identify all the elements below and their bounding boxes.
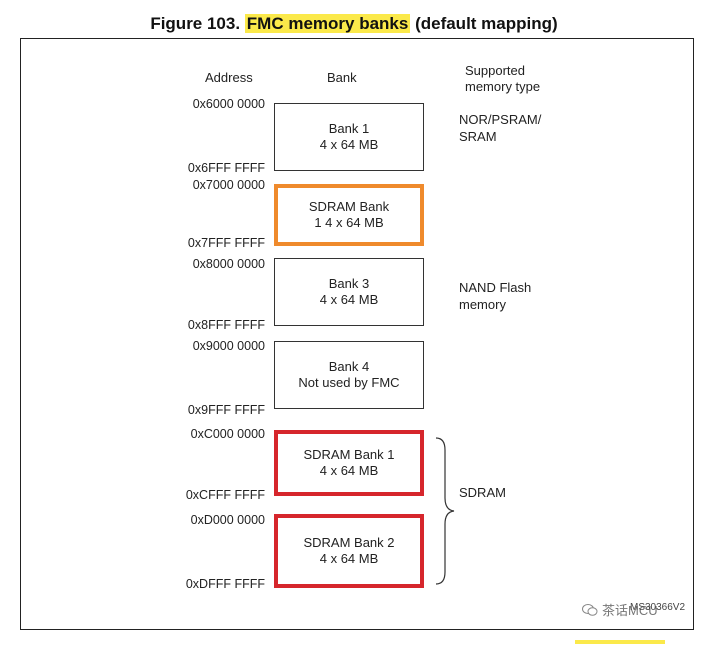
type-nand-line2: memory bbox=[459, 297, 506, 312]
sdram-bank-2-label: SDRAM Bank 2 bbox=[303, 535, 395, 550]
reference-code: MS30366V2 bbox=[630, 602, 686, 613]
bank1-start-address: 0x6000 0000 bbox=[192, 97, 265, 111]
bank3-end-address: 0x8FFF FFFF bbox=[187, 318, 265, 332]
sdram1-end-address: 0xCFFF FFFF bbox=[185, 488, 265, 502]
figure-title: Figure 103. FMC memory banks (default ma… bbox=[0, 14, 708, 34]
sdram-bank-orange-size: 1 4 x 64 MB bbox=[314, 215, 384, 230]
bank1-end-address: 0x6FFF FFFF bbox=[187, 161, 265, 175]
header-address: Address bbox=[205, 70, 253, 85]
bank2-start-address: 0x7000 0000 bbox=[192, 178, 265, 192]
sdram-bank-2: SDRAM Bank 2 4 x 64 MB bbox=[274, 514, 424, 588]
bank4-end-address: 0x9FFF FFFF bbox=[187, 403, 265, 417]
bank-4-label: Bank 4 bbox=[328, 359, 370, 374]
bank3-start-address: 0x8000 0000 bbox=[192, 257, 265, 271]
bank-3: Bank 3 4 x 64 MB bbox=[274, 258, 424, 326]
highlight-mark bbox=[575, 640, 665, 644]
type-nor-line1: NOR/PSRAM/ bbox=[459, 112, 542, 127]
sdram1-start-address: 0xC000 0000 bbox=[190, 427, 265, 441]
title-prefix: Figure 103. bbox=[150, 14, 245, 33]
bank-4: Bank 4 Not used by FMC bbox=[274, 341, 424, 409]
bank-1-size: 4 x 64 MB bbox=[319, 137, 379, 152]
bank-3-size: 4 x 64 MB bbox=[319, 292, 379, 307]
sdram-bank-orange: SDRAM Bank 1 4 x 64 MB bbox=[274, 184, 424, 246]
bank-3-label: Bank 3 bbox=[328, 276, 370, 291]
title-suffix: (default mapping) bbox=[410, 14, 558, 33]
bank-1: Bank 1 4 x 64 MB bbox=[274, 103, 424, 171]
sdram-bank-1: SDRAM Bank 1 4 x 64 MB bbox=[274, 430, 424, 496]
sdram2-end-address: 0xDFFF FFFF bbox=[185, 577, 265, 591]
type-nand-line1: NAND Flash bbox=[459, 280, 532, 295]
diagram-frame bbox=[20, 38, 694, 630]
type-sdram: SDRAM bbox=[459, 485, 506, 500]
sdram-brace bbox=[435, 437, 455, 585]
type-nand-flash: NAND Flash memory bbox=[459, 279, 531, 313]
type-nor-line2: SRAM bbox=[459, 129, 497, 144]
wechat-icon bbox=[582, 603, 598, 616]
bank2-end-address: 0x7FFF FFFF bbox=[187, 236, 265, 250]
header-bank: Bank bbox=[327, 70, 357, 85]
sdram-bank-orange-label: SDRAM Bank bbox=[308, 199, 390, 214]
sdram2-start-address: 0xD000 0000 bbox=[190, 513, 265, 527]
sdram-bank-1-label: SDRAM Bank 1 bbox=[303, 447, 395, 462]
bank-4-note: Not used by FMC bbox=[298, 375, 400, 390]
sdram-bank-2-size: 4 x 64 MB bbox=[319, 551, 379, 566]
watermark-text: 茶话MCU bbox=[602, 603, 658, 618]
header-type-line1: Supported bbox=[465, 63, 525, 78]
bank4-start-address: 0x9000 0000 bbox=[192, 339, 265, 353]
bank-1-label: Bank 1 bbox=[328, 121, 370, 136]
header-type-line2: memory type bbox=[465, 79, 541, 94]
title-highlight: FMC memory banks bbox=[244, 14, 411, 33]
header-type: Supported memory type bbox=[465, 63, 540, 95]
sdram-bank-1-size: 4 x 64 MB bbox=[319, 463, 379, 478]
type-nor-psram-sram: NOR/PSRAM/ SRAM bbox=[459, 111, 541, 145]
watermark: 茶话MCU bbox=[582, 600, 658, 619]
